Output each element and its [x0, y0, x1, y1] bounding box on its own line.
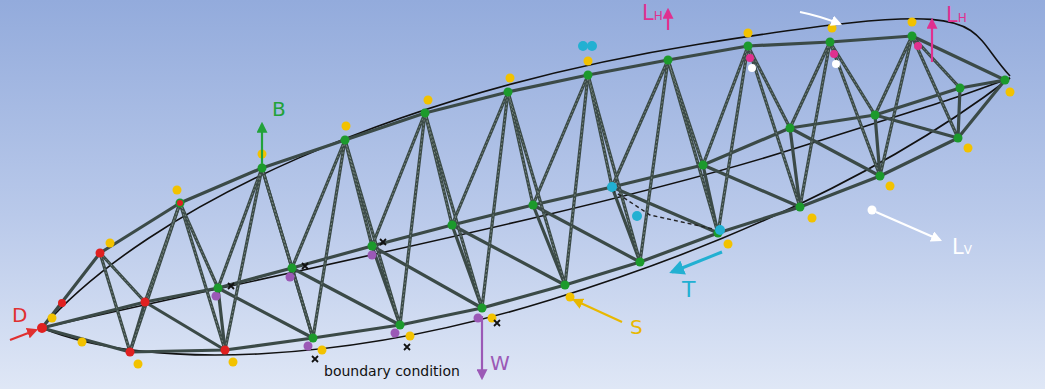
note-label: boundary condition [324, 364, 460, 379]
force-label: S [630, 316, 643, 338]
lift-dots [746, 42, 922, 62]
force-label: LV [952, 236, 972, 259]
force-label: LH [642, 2, 663, 25]
truss-joints [176, 32, 1010, 343]
truss-members [42, 36, 1005, 352]
lateral-dots [748, 60, 877, 215]
force-arrows [10, 10, 940, 378]
wing-skin [42, 19, 1010, 355]
force-label: T [682, 278, 695, 302]
surface-load-dots [48, 18, 1015, 369]
weight-dots [212, 251, 483, 351]
truss-highlight [100, 36, 960, 352]
force-label: W [490, 352, 510, 374]
boundary-cross [228, 239, 500, 362]
thrust-link [612, 190, 718, 230]
force-label: LH [946, 4, 967, 27]
force-label: D [12, 304, 27, 326]
thrust-dots [578, 41, 725, 235]
force-label: B [272, 98, 286, 120]
drag-dots [37, 200, 230, 357]
